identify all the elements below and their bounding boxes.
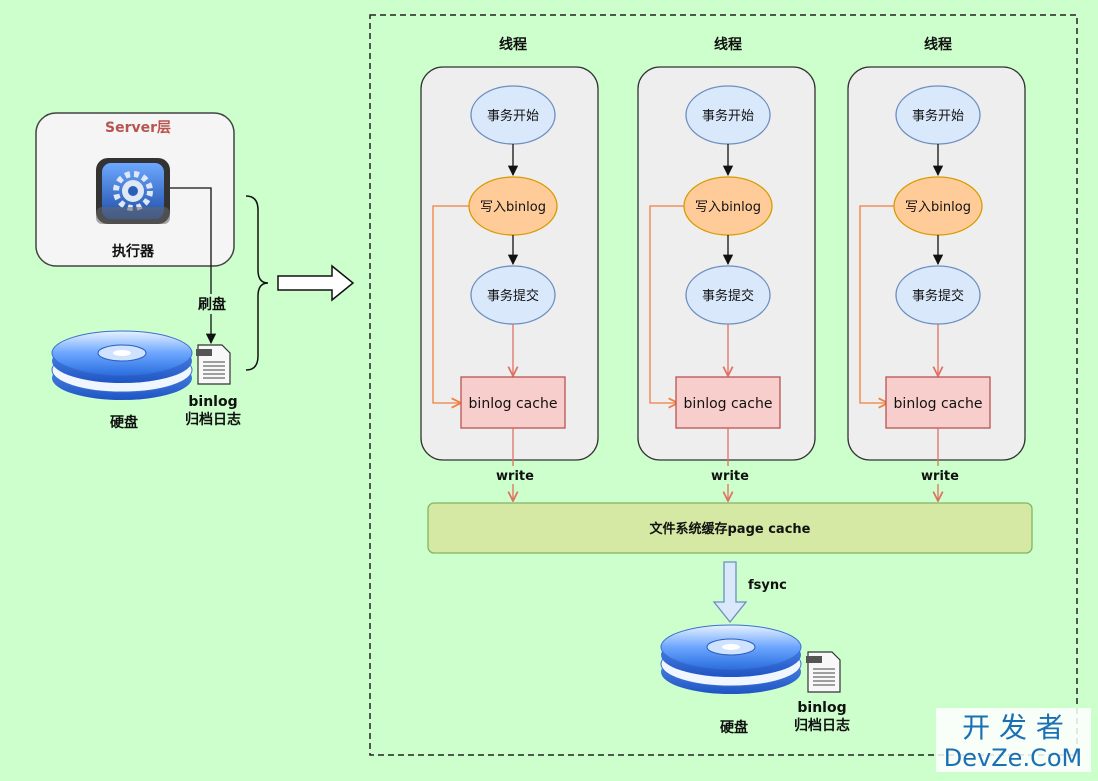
node-begin-label: 事务开始 xyxy=(487,108,539,124)
binlog-cache-box xyxy=(460,376,566,429)
binlog-cache-box xyxy=(885,376,991,429)
watermark-line1: 开 发 者 xyxy=(962,711,1064,744)
thread-header: 线程 xyxy=(499,36,527,53)
fsync-label: fsync xyxy=(748,578,787,593)
write-label: write xyxy=(711,469,749,484)
grouping-brace xyxy=(245,195,269,371)
binlog-cache-label: binlog cache xyxy=(894,396,983,412)
flush-label: 刷盘 xyxy=(198,296,226,313)
arrow-write-to-cache xyxy=(859,205,894,403)
server-layer: Server层 执行器 xyxy=(35,112,235,267)
gear-icon xyxy=(96,158,170,224)
node-write-binlog-label: 写入binlog xyxy=(905,200,971,215)
disk-icon xyxy=(51,330,193,400)
bottom-disk-label: 硬盘 xyxy=(720,719,748,736)
bottom-log-file-icon xyxy=(806,651,841,693)
server-layer-title: Server层 xyxy=(105,120,171,136)
binlog-cache-label: binlog cache xyxy=(469,396,558,412)
bottom-log-file-label-line1: binlog xyxy=(797,700,846,716)
thread-header: 线程 xyxy=(714,36,742,53)
node-commit-label: 事务提交 xyxy=(912,288,964,304)
node-begin-label: 事务开始 xyxy=(912,108,964,124)
node-begin-label: 事务开始 xyxy=(702,108,754,124)
node-commit-label: 事务提交 xyxy=(702,288,754,304)
bottom-disk-icon xyxy=(660,624,802,694)
write-label: write xyxy=(921,469,959,484)
arrow-write-to-cache xyxy=(649,205,684,403)
watermark-line2: DevZe.CoM xyxy=(944,744,1082,772)
expand-arrow-icon xyxy=(277,264,355,302)
log-file-label-line2: 归档日志 xyxy=(185,411,241,428)
node-commit-label: 事务提交 xyxy=(487,288,539,304)
page-cache-label: 文件系统缓存page cache xyxy=(650,521,811,537)
arrow-write-to-cache xyxy=(432,205,469,403)
executor-label: 执行器 xyxy=(112,243,155,260)
write-label: write xyxy=(496,469,534,484)
page-cache-box xyxy=(427,502,1033,554)
thread-header: 线程 xyxy=(924,36,952,53)
bottom-log-file-label-line2: 归档日志 xyxy=(794,717,850,734)
detail-container xyxy=(369,14,1078,756)
node-write-binlog-label: 写入binlog xyxy=(695,200,761,215)
flush-arrow xyxy=(170,187,217,345)
fsync-arrow-icon xyxy=(712,561,748,624)
disk-label: 硬盘 xyxy=(110,414,138,431)
binlog-cache-label: binlog cache xyxy=(684,396,773,412)
log-file-label-line1: binlog xyxy=(188,394,237,410)
node-write-binlog-label: 写入binlog xyxy=(480,200,546,215)
log-file-icon xyxy=(196,344,231,385)
